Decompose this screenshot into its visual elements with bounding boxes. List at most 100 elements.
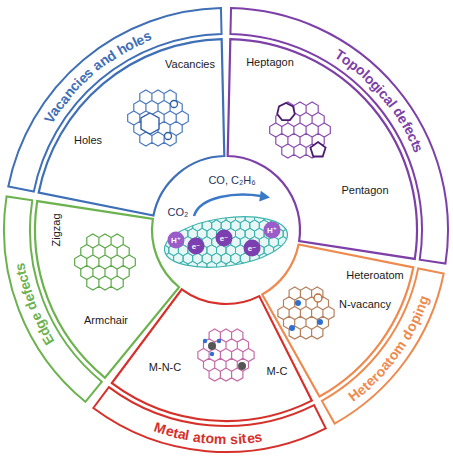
defect-label: Pentagon bbox=[340, 184, 389, 197]
defect-label: Vacancies bbox=[164, 58, 216, 71]
title-letter: s bbox=[81, 65, 96, 81]
n-vacancy bbox=[314, 294, 322, 302]
sector-shape bbox=[93, 387, 325, 452]
graphene-lattice bbox=[270, 102, 331, 158]
title-letter: o bbox=[205, 431, 215, 446]
sector-shape bbox=[8, 8, 221, 192]
title-letter: s bbox=[141, 28, 154, 44]
title-letter: o bbox=[340, 52, 355, 68]
title-letter: t bbox=[382, 354, 396, 366]
graphene-lattice bbox=[278, 287, 334, 339]
charge-label: H⁺ bbox=[267, 226, 277, 235]
graphene-lattice bbox=[198, 329, 254, 381]
reactant-label: CO₂ bbox=[167, 206, 190, 218]
title-letter: e bbox=[164, 423, 175, 439]
title-letter bbox=[397, 335, 411, 346]
title-letter: a bbox=[46, 104, 62, 118]
title-letter: a bbox=[377, 358, 393, 373]
title-letter: t bbox=[241, 431, 247, 445]
title-letter: l bbox=[359, 68, 371, 81]
title-letter bbox=[26, 307, 40, 316]
title-letter: e bbox=[17, 281, 33, 292]
graphene-lattice bbox=[159, 179, 292, 305]
title-letter: c bbox=[376, 86, 392, 101]
sector-shape bbox=[39, 39, 225, 215]
sector-shape bbox=[112, 289, 312, 421]
title-letter: e bbox=[395, 112, 411, 126]
title-letter: o bbox=[385, 348, 401, 363]
title-letter: i bbox=[238, 431, 243, 445]
title-letter: o bbox=[353, 62, 369, 78]
title-letter: e bbox=[21, 292, 37, 304]
title-letter: i bbox=[410, 309, 424, 318]
title-letter: g bbox=[31, 318, 47, 332]
title-letter: e bbox=[75, 70, 90, 86]
title-letter: c bbox=[67, 79, 83, 94]
charge-label: e⁻ bbox=[192, 242, 201, 251]
title-letter: s bbox=[253, 429, 263, 444]
title-letter: n bbox=[96, 52, 111, 68]
title-letter: s bbox=[230, 432, 238, 446]
title-letter: d bbox=[104, 47, 119, 63]
title-letter: c bbox=[15, 273, 30, 284]
title-letter: s bbox=[410, 142, 426, 155]
nitrogen-atom bbox=[203, 339, 207, 343]
title-letter: f bbox=[19, 288, 34, 297]
charge-label: H⁺ bbox=[171, 236, 181, 245]
title-letter: g bbox=[368, 77, 384, 93]
sector-shape bbox=[262, 245, 413, 397]
title-letter bbox=[87, 62, 99, 75]
heteroatom bbox=[295, 300, 301, 306]
title-letter bbox=[388, 102, 402, 113]
title-letter: o bbox=[122, 37, 136, 53]
title-letter: o bbox=[372, 364, 388, 380]
defect-label: M-N-C bbox=[148, 361, 182, 374]
nitrogen-atom bbox=[210, 352, 214, 356]
electron-sphere bbox=[216, 230, 233, 247]
title-letter bbox=[111, 45, 122, 59]
nitrogen-atom bbox=[217, 339, 221, 343]
title-letter: e bbox=[401, 123, 417, 137]
electron-sphere bbox=[188, 238, 205, 255]
title-letter: h bbox=[114, 41, 128, 57]
title-letter: l bbox=[184, 428, 190, 442]
defect-label: M-C bbox=[266, 365, 289, 378]
proton-sphere bbox=[264, 222, 281, 239]
title-letter: d bbox=[23, 299, 39, 312]
title-letter: a bbox=[176, 427, 187, 442]
title-letter: E bbox=[40, 332, 57, 347]
title-letter: i bbox=[72, 76, 85, 89]
title-letter: m bbox=[214, 432, 227, 446]
title-letter: a bbox=[56, 91, 72, 106]
title-letter: t bbox=[359, 379, 372, 393]
defect-label: Heptagon bbox=[245, 56, 295, 69]
electron-sphere bbox=[244, 240, 261, 257]
title-letter: i bbox=[374, 83, 387, 95]
vacancy bbox=[171, 101, 178, 108]
reaction-arrow bbox=[194, 195, 261, 216]
title-letter: p bbox=[407, 313, 423, 327]
title-letter: c bbox=[405, 130, 421, 143]
sector-shape bbox=[35, 201, 179, 378]
product-label: CO, C₂H₆ bbox=[207, 174, 256, 186]
defect-label: Zigzag bbox=[50, 212, 63, 247]
defect-label: N-vacancy bbox=[338, 298, 392, 311]
title-letter: d bbox=[399, 327, 415, 341]
